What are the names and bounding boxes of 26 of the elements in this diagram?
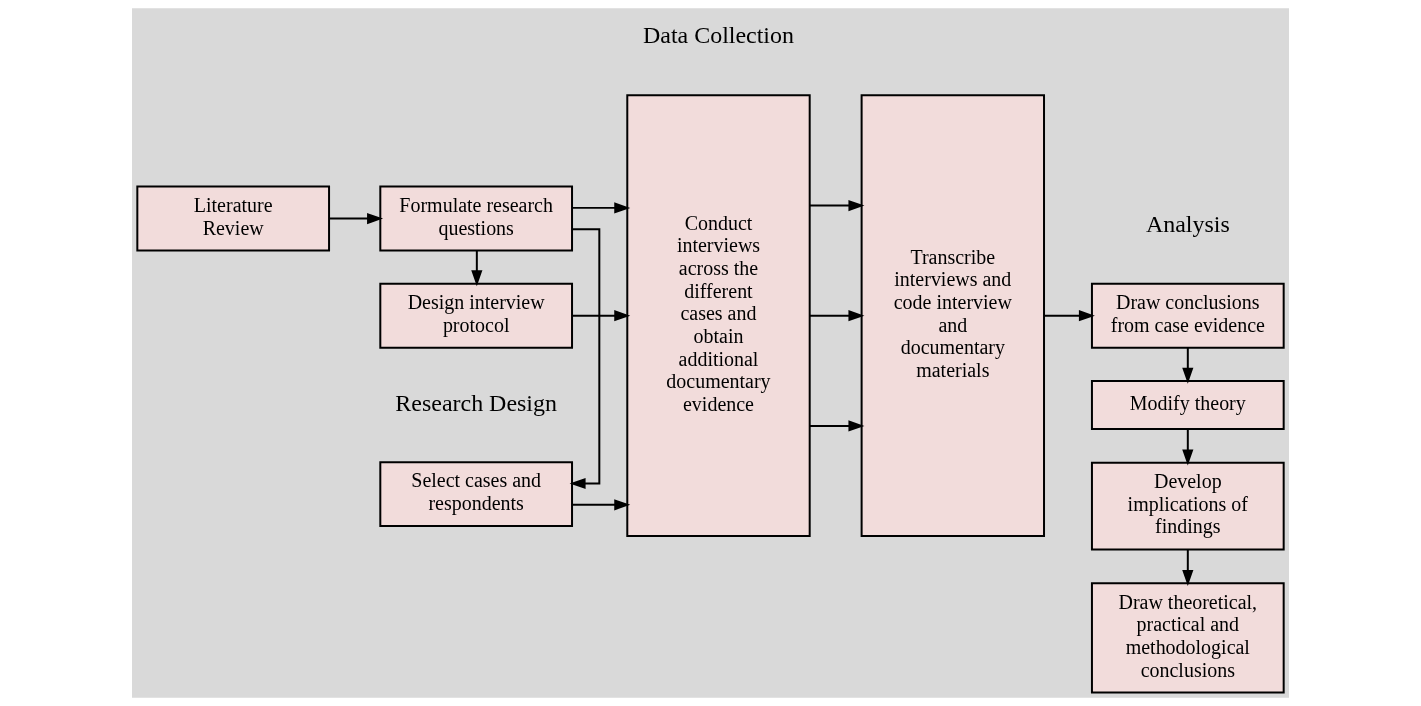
node-box: Develop implications of findings xyxy=(1090,461,1285,551)
node-box: Modify theory xyxy=(1090,379,1285,430)
arrow xyxy=(1182,346,1194,384)
node-box: Conduct interviews across the different cases and obtain additional documentary evidence xyxy=(626,94,811,538)
node-box: Formulate research questions xyxy=(379,185,574,252)
label: Analysis xyxy=(1145,211,1230,238)
arrow xyxy=(328,212,384,225)
arrow xyxy=(571,499,631,511)
label: Research Design xyxy=(395,389,557,416)
arrow xyxy=(569,228,601,490)
node-box: Transcribe interviews and code interview and documentary materials xyxy=(860,94,1045,538)
arrow xyxy=(1043,310,1095,322)
node-box: Select cases and respondents xyxy=(379,461,574,528)
arrow xyxy=(571,310,631,322)
arrow xyxy=(471,249,483,287)
arrow xyxy=(1182,548,1194,586)
arrow xyxy=(571,202,631,214)
node-box: Draw theoretical, practical and methodological conclusions xyxy=(1090,582,1285,694)
arrow xyxy=(808,199,865,212)
node-box: Literature Review xyxy=(136,185,331,252)
node-box: Design interview protocol xyxy=(379,282,574,349)
label: Data Collection xyxy=(642,22,794,49)
arrow xyxy=(808,310,865,322)
arrow xyxy=(808,420,865,432)
arrow xyxy=(1182,427,1194,466)
node-box: Draw conclusions from case evidence xyxy=(1090,282,1285,349)
